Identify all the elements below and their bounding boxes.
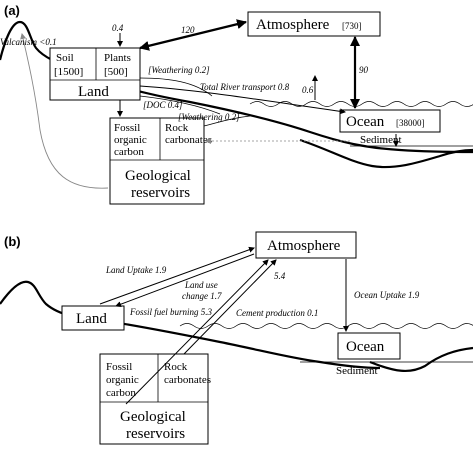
land-uptake-label: Land Uptake 1.9 [105,265,167,275]
ocean-title-b: Ocean [346,339,385,355]
land-atm-label: 120 [181,25,195,35]
sea-surface-b [179,323,473,329]
panel-b-label: (b) [4,234,21,249]
river-arrow [139,85,346,115]
sea-floor-b [369,346,473,372]
fossil-label-1-a: Fossil [114,122,140,134]
sea-floor [299,138,473,169]
geo-box-b [99,353,209,445]
rock-label-2-b: carbonates [164,374,211,386]
panel-a-label: (a) [4,3,20,18]
land-use-label-2: change 1.7 [182,291,222,301]
fossil-label-2-b: organic [106,374,139,386]
weathering-1-arrow [139,77,213,97]
sea-surface [249,101,473,107]
ocean-value-a: [38000] [396,118,425,128]
land-title-a: Land [78,84,109,100]
ocean-outgas-label: 0.6 [302,85,314,95]
atmosphere-box-b [255,231,357,259]
land-box-a [49,47,141,101]
panel-a: (a) Atmosphere [730] Soil [1500] Plants … [0,3,473,205]
fossil-label-1-b: Fossil [106,361,132,373]
atmosphere-box-a [247,11,381,37]
volcanism-arrow [20,33,109,189]
atmosphere-value-a: [730] [342,21,362,31]
sediment-label-b: Sediment [336,365,378,377]
soil-value: [1500] [54,66,83,78]
rock-label-1-a: Rock [165,122,189,134]
sediment-label-a: Sediment [360,134,402,146]
fossil-label-3-b: carbon [106,387,136,399]
land-use-label-1: Land use [184,280,218,290]
doc-label: [DOC 0.4] [143,100,183,110]
ocean-box-a [339,109,441,133]
plants-value: [500] [104,66,128,78]
plants-label: Plants [104,52,131,64]
weathering-2-label: [Weathering 0.2] [178,112,240,122]
doc-arrow [139,95,221,115]
land-use-arrow [99,246,255,305]
ocean-title-a: Ocean [346,114,385,130]
fossil-burning-label: Fossil fuel burning 5.3 [129,307,213,317]
geo-title-1-a: Geological [125,168,191,184]
weathering-2-arrow [203,115,251,127]
geo-title-1-b: Geological [120,409,186,425]
terrain-line [0,20,473,154]
ocean-box-b [337,332,401,360]
geo-title-2-a: reservoirs [131,185,190,201]
atmosphere-title-a: Atmosphere [256,17,330,33]
river-label: Total River transport 0.8 [200,82,290,92]
soil-label: Soil [56,52,74,64]
rock-label-1-b: Rock [164,361,188,373]
volcanism-label: Valcanism <0.1 [0,37,57,47]
weathering-1-label: [Weathering 0.2] [148,65,210,75]
cement-arrow [183,259,277,355]
cement-label: Cement production 0.1 [236,308,318,318]
total-emission-label: 5.4 [274,271,286,281]
fossil-burning-arrow [125,259,269,405]
land-atm-arrow [139,19,247,51]
ocean-uptake-label: Ocean Uptake 1.9 [354,290,420,300]
geo-title-2-b: reservoirs [126,426,185,442]
panel-b: (b) Atmosphere Land Ocean Sediment Fossi… [0,231,473,445]
rock-label-2-a: carbonates [165,134,212,146]
land-uptake-arrow [115,253,255,308]
geo-box-a [109,117,205,205]
land-box-b [61,305,125,331]
fossil-label-2-a: organic [114,134,147,146]
land-title-b: Land [76,311,107,327]
plants-input-label: 0.4 [112,23,124,33]
atmosphere-title-b: Atmosphere [267,238,341,254]
fossil-label-3-a: carbon [114,146,144,158]
atm-ocean-label: 90 [359,65,369,75]
